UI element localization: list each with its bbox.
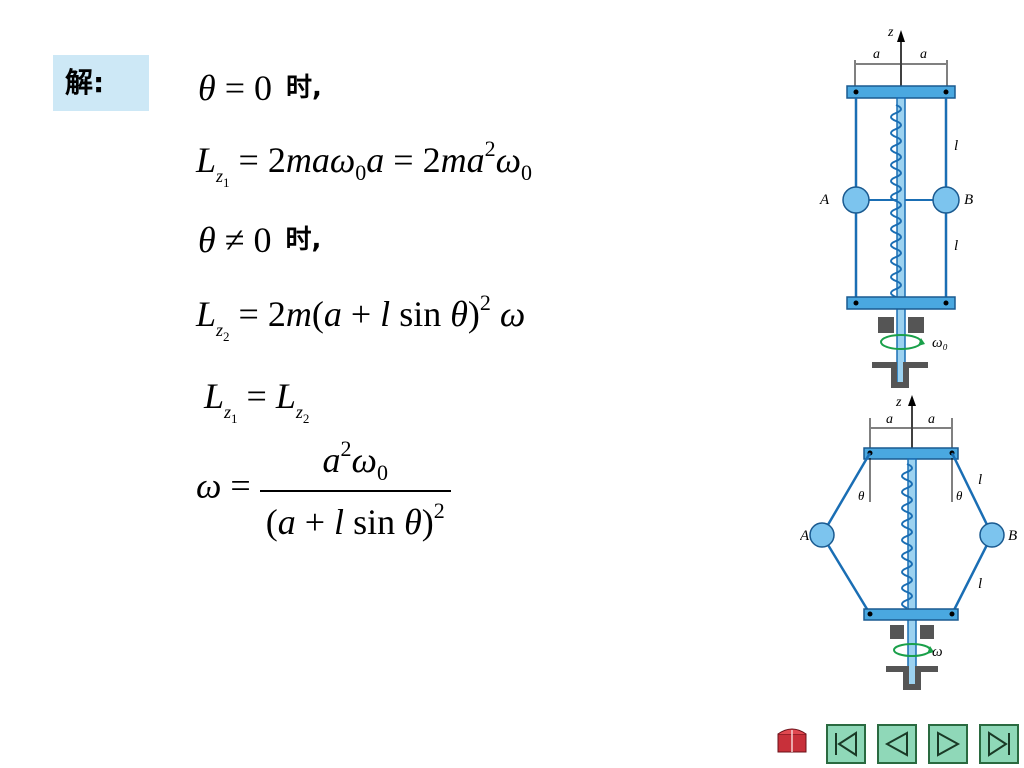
diagram-theta-zero: z a a A B l l ω₀: [819, 25, 973, 388]
rod-l-top-2: l: [978, 472, 982, 488]
prev-icon: [884, 731, 908, 757]
last-icon: [988, 731, 1010, 757]
when-text-2: 时,: [285, 225, 322, 255]
omega0-label: ω₀: [932, 335, 948, 351]
prev-slide-button[interactable]: [877, 724, 917, 764]
diagram-theta-nonzero: z a a θ θ l l A B ω: [800, 395, 1017, 690]
z-axis-label: z: [887, 25, 894, 40]
when-text: 时,: [286, 73, 322, 103]
ball-a: [842, 186, 870, 214]
equation-lz1: Lz1 = 2maω0a = 2ma2ω0: [196, 136, 533, 190]
next-slide-button[interactable]: [928, 724, 968, 764]
ball-a-2: [809, 522, 835, 548]
dim-a-right-2: a: [928, 412, 935, 427]
theta-left: θ: [858, 488, 865, 503]
next-icon: [937, 731, 961, 757]
first-slide-button[interactable]: [826, 724, 866, 764]
ball-b-label: B: [964, 192, 973, 208]
theta-right: θ: [956, 488, 963, 503]
ball-b-label-2: B: [1008, 528, 1017, 544]
omega-fraction: a2ω0 (a + l sin θ)2: [259, 438, 451, 540]
equation-lz2: Lz2 = 2m(a + l sin θ)2 ω: [196, 290, 526, 344]
book-icon[interactable]: [774, 722, 810, 758]
rod-l-bottom-2: l: [978, 576, 982, 592]
equation-omega: ω = a2ω0 (a + l sin θ)2: [196, 438, 451, 540]
rod-l-top: l: [954, 138, 958, 154]
ball-b: [932, 186, 960, 214]
ball-a-label: A: [819, 192, 830, 208]
rod-l-bottom: l: [954, 238, 958, 254]
solution-label: 解:: [53, 55, 149, 111]
dim-a-left-2: a: [886, 412, 893, 427]
equation-lz-equal: Lz1 = Lz2: [204, 376, 310, 426]
ball-b-2: [979, 522, 1005, 548]
z-axis-label-2: z: [895, 395, 902, 410]
slide-navigation: [774, 714, 1024, 768]
last-slide-button[interactable]: [979, 724, 1019, 764]
omega-label: ω: [932, 644, 943, 660]
first-icon: [835, 731, 857, 757]
dim-a-left: a: [873, 47, 880, 62]
dim-a-right: a: [920, 47, 927, 62]
ball-a-label-2: A: [800, 528, 810, 544]
